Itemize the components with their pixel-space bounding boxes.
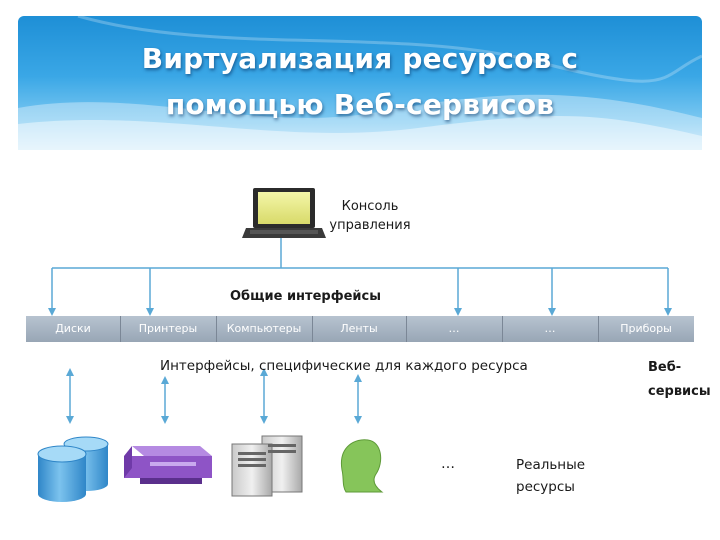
top-arrows [48, 268, 672, 316]
title-banner [18, 16, 702, 150]
interface-cell-printers: Принтеры [138, 322, 198, 335]
web-services-line-1: Веб- [648, 360, 682, 375]
real-resources-line-2: ресурсы [516, 479, 575, 495]
bar-separator [216, 316, 217, 342]
interface-cell-computers: Компьютеры [226, 322, 302, 335]
interface-cell-disks: Диски [55, 322, 91, 335]
title-line-1: Виртуализация ресурсов с [141, 42, 579, 75]
interface-cell-ellipsis-1: … [448, 322, 460, 335]
web-services-label: Веб- сервисы [648, 356, 711, 404]
disks-icon [37, 436, 109, 502]
bar-separator [312, 316, 313, 342]
printer-icon [124, 446, 212, 484]
wave-decoration [18, 16, 702, 150]
bar-separator [406, 316, 407, 342]
title-line-2: помощью Веб-сервисов [165, 88, 555, 121]
interface-cell-devices: Приборы [620, 322, 672, 335]
interface-cell-ellipsis-2: … [544, 322, 556, 335]
bar-separator [120, 316, 121, 342]
resources-ellipsis: … [441, 456, 455, 472]
specific-interfaces-label: Интерфейсы, специфические для каждого ре… [160, 358, 528, 374]
slide-title: Виртуализация ресурсов с помощью Веб-сер… [0, 36, 720, 128]
console-label-line-2: управления [329, 218, 411, 233]
web-services-line-2: сервисы [648, 384, 711, 399]
real-resources-line-1: Реальные [516, 457, 586, 473]
connector-lines [52, 238, 668, 269]
bar-separator [502, 316, 503, 342]
bar-separator [598, 316, 599, 342]
interface-cell-tapes: Ленты [340, 322, 378, 335]
console-label: Консоль управления [322, 197, 418, 235]
laptop-icon [242, 188, 326, 238]
tape-icon [340, 439, 384, 493]
resource-arrows [66, 368, 362, 424]
interface-bar [26, 316, 694, 342]
servers-icon [231, 435, 303, 497]
common-interfaces-label: Общие интерфейсы [230, 289, 381, 304]
real-resources-label: Реальные ресурсы [516, 454, 585, 498]
console-label-line-1: Консоль [341, 199, 399, 214]
